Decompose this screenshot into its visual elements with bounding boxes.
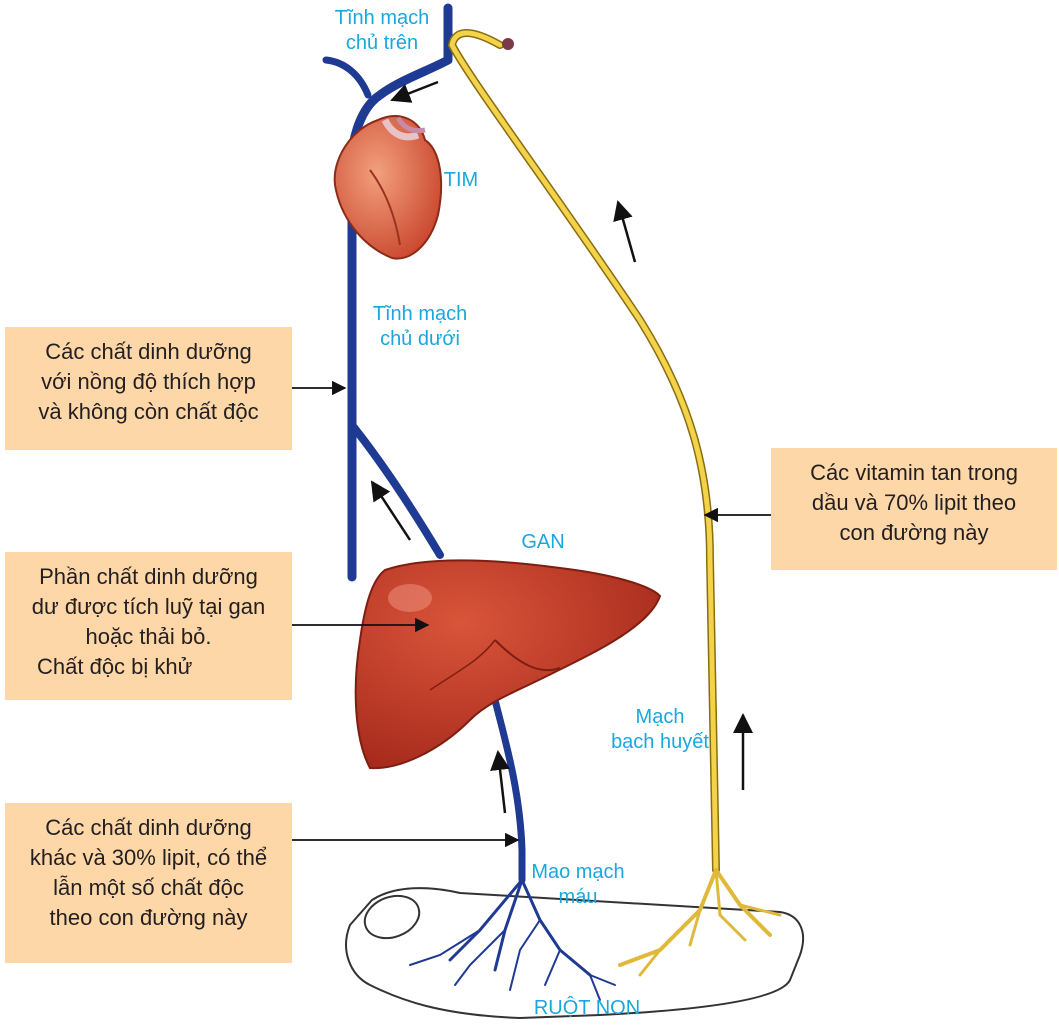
callout-line: Các chất dinh dưỡng [11,813,286,843]
callout-line: dư được tích luỹ tại gan [11,592,286,622]
callout-line: Các vitamin tan trong [777,458,1051,488]
capillary-label-line-2: máu [528,885,628,910]
heart-label: TIM [436,168,486,193]
ivc-label-line-1: Tĩnh mạch [355,302,485,327]
callout-line: và không còn chất độc [11,397,286,427]
callout-line: Các chất dinh dưỡng [11,337,286,367]
svc-label-line-1: Tĩnh mạch [318,6,446,31]
callout-line: với nồng độ thích hợp [11,367,286,397]
vena-cava [326,8,448,577]
liver-label: GAN [508,530,578,555]
lymph-label-line-1: Mạch [595,705,725,730]
capillary-label-line-1: Mao mạch [528,860,628,885]
callout-line: con đường này [777,518,1051,548]
lymphatic-vessel [452,33,780,975]
svc-label-line-2: chủ trên [318,31,446,56]
lymph-vessel-label: Mạch bạch huyết [595,705,725,755]
callout-lymph-route: Các vitamin tan trong dầu và 70% lipit t… [771,448,1057,570]
callout-clean-nutrients: Các chất dinh dưỡng với nồng độ thích hợ… [5,327,292,450]
callout-line: lẫn một số chất độc [11,873,286,903]
callout-line: dầu và 70% lipit theo [777,488,1051,518]
inferior-vena-cava-label: Tĩnh mạch chủ dưới [355,302,485,352]
callout-line: Chất độc bị khử [11,652,286,682]
callout-line: hoặc thải bỏ. [11,622,286,652]
ivc-label-line-2: chủ dưới [355,327,485,352]
callout-line: Phần chất dinh dưỡng [11,562,286,592]
callout-line: theo con đường này [11,903,286,933]
callout-blood-route: Các chất dinh dưỡng khác và 30% lipit, c… [5,803,292,963]
lymph-label-line-2: bạch huyết [595,730,725,755]
callout-liver-storage: Phần chất dinh dưỡng dư được tích luỹ tạ… [5,552,292,700]
capillary-label: Mao mạch máu [528,860,628,910]
callout-line: khác và 30% lipit, có thể [11,843,286,873]
small-intestine-label: RUỘT NON [522,996,652,1021]
superior-vena-cava-label: Tĩnh mạch chủ trên [318,6,446,56]
